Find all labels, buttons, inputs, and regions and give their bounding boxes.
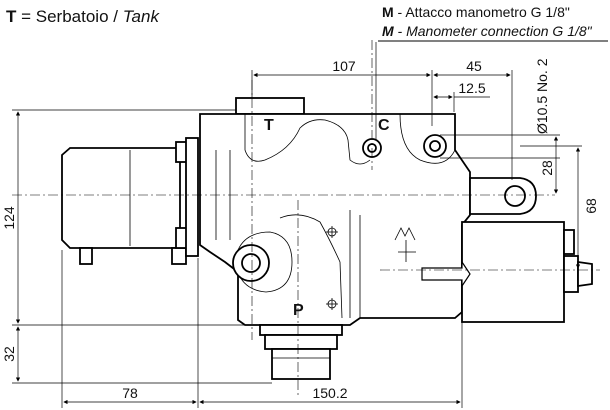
dim-107: 107 bbox=[332, 58, 356, 74]
legend-m-it-text: - Attacco manometro G 1/8" bbox=[394, 4, 570, 20]
p-fitting bbox=[259, 324, 343, 380]
port-c-label: C bbox=[378, 117, 390, 134]
lever bbox=[469, 177, 537, 215]
legend-tank-en: Tank bbox=[123, 7, 161, 26]
left-solenoid bbox=[61, 137, 199, 265]
legend-m-key: M bbox=[382, 4, 394, 20]
port-p-label: P bbox=[293, 302, 304, 319]
dim-68: 68 bbox=[583, 198, 599, 214]
port-t-label: T bbox=[264, 117, 274, 134]
dim-hole: Ø10.5 No. 2 bbox=[534, 58, 550, 134]
right-solenoid bbox=[421, 221, 593, 323]
legend-tank: T = Serbatoio / Tank bbox=[6, 7, 160, 26]
dim-32: 32 bbox=[1, 346, 17, 362]
legend-tank-key: T bbox=[6, 7, 17, 26]
legend-m-key-2: M bbox=[382, 23, 394, 39]
dim-45: 45 bbox=[466, 58, 482, 74]
legend-tank-text: = Serbatoio / bbox=[16, 7, 122, 26]
dim-150-2: 150.2 bbox=[312, 385, 347, 401]
dim-28: 28 bbox=[539, 160, 555, 176]
dim-12-5: 12.5 bbox=[458, 80, 485, 96]
dim-124: 124 bbox=[1, 206, 17, 230]
dim-78: 78 bbox=[122, 385, 138, 401]
dimension-lines bbox=[12, 42, 582, 408]
legend-m-en-text: - Manometer connection G 1/8" bbox=[394, 23, 593, 39]
valve-body bbox=[199, 97, 471, 326]
legend-manometer-en: M - Manometer connection G 1/8" bbox=[382, 23, 593, 39]
legend-manometer-it: M - Attacco manometro G 1/8" bbox=[382, 4, 570, 20]
